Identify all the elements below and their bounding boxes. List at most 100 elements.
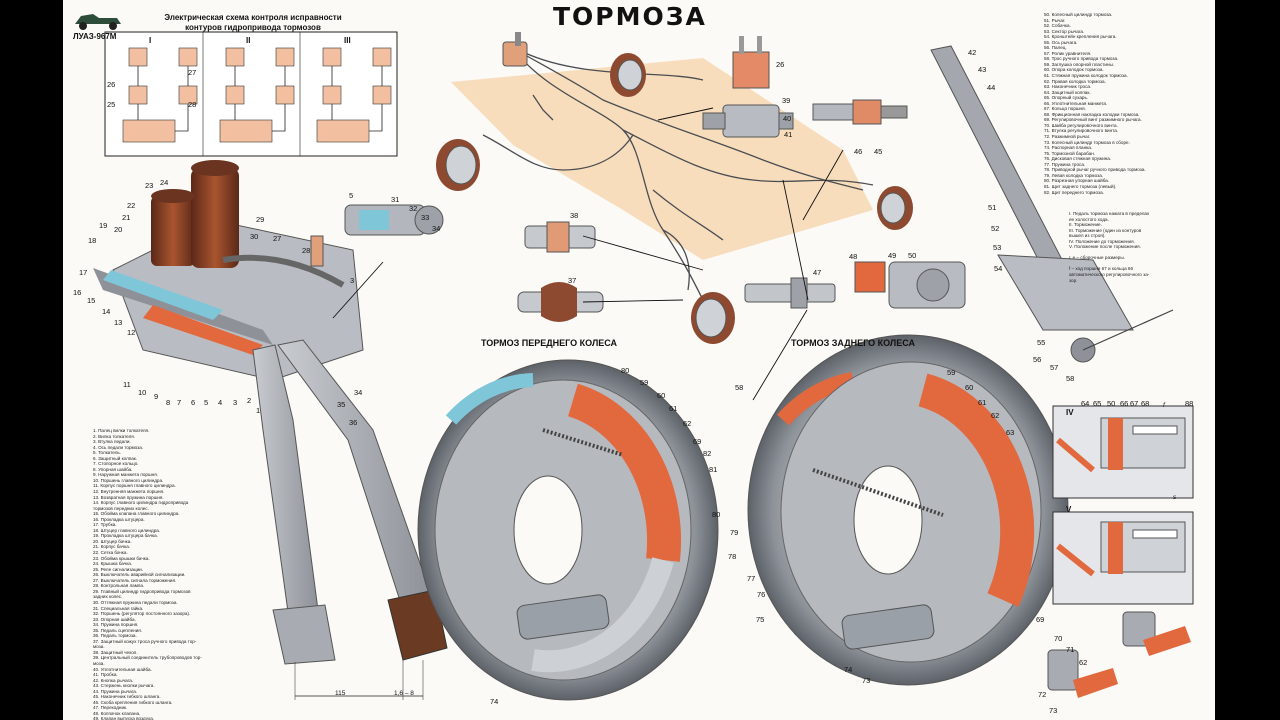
- legend-right-item: 63. Наконечник троса.: [1044, 84, 1092, 90]
- scheme-brake-front-right: [691, 292, 735, 344]
- callout-52: 52: [991, 224, 1000, 233]
- callout-79: 79: [730, 528, 739, 537]
- schema-label-26: 26: [107, 80, 116, 89]
- central-connector: [702, 36, 794, 138]
- callout-41: 41: [784, 130, 793, 139]
- callout-17: 17: [79, 268, 88, 277]
- callout-49: 49: [888, 251, 897, 260]
- schema-relay-cells: [122, 47, 392, 143]
- legend-left-item: 40. Уплотнительная шайба.: [93, 666, 152, 672]
- legend-left-item: 38. Защитный чехол.: [93, 649, 138, 655]
- legend-left-item: 45. Наконечник гибкого шланга.: [93, 694, 161, 700]
- legend-left-item: 44. Пружина рычага.: [93, 688, 138, 694]
- schema-switch: [275, 47, 295, 67]
- callout-82: 82: [703, 449, 712, 458]
- callout-73: 73: [862, 676, 871, 685]
- callout-72: 72: [1038, 690, 1047, 699]
- callout-12: 12: [127, 328, 136, 337]
- legend-right-item: 66. Уплотнительная манжета.: [1044, 100, 1108, 106]
- notes-item: I. Педаль тормоза нажата в пределах: [1069, 211, 1150, 216]
- callout-16: 16: [73, 288, 82, 297]
- callout-31: 31: [391, 195, 400, 204]
- callout-10: 10: [138, 388, 147, 397]
- legend-right-item: 74. Распорная планка.: [1044, 145, 1093, 151]
- callout-80: 80: [621, 366, 630, 375]
- wheel-cylinder-section: [854, 261, 966, 309]
- callout-88: 88: [1185, 399, 1194, 408]
- callout-47: 47: [813, 268, 822, 277]
- notes-item: II. Торможение.: [1069, 222, 1102, 228]
- schema-switch: [372, 47, 392, 67]
- adjusting-parts: [1047, 611, 1191, 698]
- callout-60: 60: [965, 383, 974, 392]
- legend-right-item: 58. Трос ручного привода тормоза.: [1044, 56, 1119, 62]
- callout-35: 35: [337, 400, 346, 409]
- legend-left-item: 9. Наружная манжета поршня.: [93, 472, 158, 478]
- notes-item: г, е – сборочные размеры.: [1069, 255, 1125, 261]
- legend-left-item: 43. Стержень кнопки рычага.: [93, 683, 155, 689]
- detail-iv-label: IV: [1066, 408, 1074, 417]
- legend-right-item: 75. Тормозной барабан.: [1044, 150, 1096, 156]
- legend-left-item: 14. Корпус главного цилиндра гидропривод…: [93, 500, 189, 506]
- schema-switch: [372, 85, 392, 105]
- callout-32: 32: [409, 204, 418, 213]
- callout-81: 81: [709, 465, 718, 474]
- callout-66: 66: [1120, 399, 1129, 408]
- callout-19: 19: [99, 221, 108, 230]
- legend-left-item: 21. Корпус бачка.: [93, 544, 131, 550]
- dimension-s: s: [1173, 494, 1177, 501]
- legend-left-item: 34. Пружина поршня.: [93, 622, 139, 628]
- legend-left-item: 31. Специальная гайка.: [93, 605, 144, 611]
- legend-left-item: 4. Ось педали тормоза.: [93, 444, 144, 450]
- schema-label-28: 28: [188, 100, 197, 109]
- legend-left-item: 48. Колпачок клапана.: [93, 710, 141, 716]
- callout-63: 63: [1006, 428, 1015, 437]
- callout-4: 4: [218, 398, 223, 407]
- callout-36: 36: [349, 418, 358, 427]
- legend-right-item: 79. Левая колодка тормоза.: [1044, 172, 1104, 178]
- master-valve-top: [502, 32, 528, 67]
- legend-left-item: 11. Корпус поршня главного цилиндра.: [93, 483, 176, 489]
- callout-22: 22: [127, 201, 136, 210]
- detail-v-label: V: [1066, 505, 1072, 514]
- legend-left-item: моза.: [93, 660, 105, 666]
- legend-right-item: 76. Дисковая стяжная пружина.: [1044, 156, 1112, 162]
- notes-item: автоматического регулировочного за-: [1069, 272, 1150, 278]
- callout-24: 24: [160, 178, 169, 187]
- schema-col-iii: III: [344, 36, 351, 45]
- callout-50: 50: [1107, 399, 1116, 408]
- piston-assembly: [344, 204, 444, 236]
- callout-48: 48: [849, 252, 858, 261]
- brake-system-illustration: [75, 14, 1194, 701]
- legend-left-item: 25. Реле сигнализации.: [93, 566, 144, 572]
- electrical-schema: [104, 31, 398, 157]
- callout-61: 61: [669, 404, 678, 413]
- hose-end: [812, 99, 908, 125]
- callout-69: 69: [693, 437, 702, 446]
- legend-right-item: 73. Колесный цилиндр тормоза в сборе.: [1044, 139, 1130, 145]
- schema-switch: [225, 47, 245, 67]
- callout-1: 1: [256, 406, 261, 415]
- legend-left-item: 19. Прокладка штуцера бачка.: [93, 533, 158, 539]
- legend-right-item: 59. Заглушка опорной пластины.: [1044, 61, 1115, 67]
- legend-left-item: 47. Переходник.: [93, 705, 128, 711]
- callout-20: 20: [114, 225, 123, 234]
- model-label: ЛУАЗ-967М: [73, 32, 117, 41]
- legend-right-item: 50. Колесный цилиндр тормоза.: [1044, 12, 1113, 17]
- callout-2: 2: [247, 396, 252, 405]
- legend-left-item: 1. Палец вилки толкателя.: [93, 428, 150, 433]
- schema-wire: [137, 66, 189, 132]
- schema-col-ii: II: [246, 36, 251, 45]
- schema-title: Электрическая схема контроля исправности…: [133, 13, 373, 33]
- callout-43: 43: [978, 65, 987, 74]
- callout-14: 14: [102, 307, 111, 316]
- schema-switch: [128, 47, 148, 67]
- callout-3: 3: [233, 398, 238, 407]
- rear-wheel-brake: [747, 334, 1069, 686]
- protective-covers: [517, 221, 604, 322]
- legend-right-item: 70. Шайба регулировочного винта.: [1044, 122, 1118, 128]
- callout-58: 58: [1066, 374, 1075, 383]
- callout-80: 80: [712, 510, 721, 519]
- leader-lines: [332, 107, 844, 401]
- notes-item: V. Положение после торможения.: [1069, 244, 1141, 250]
